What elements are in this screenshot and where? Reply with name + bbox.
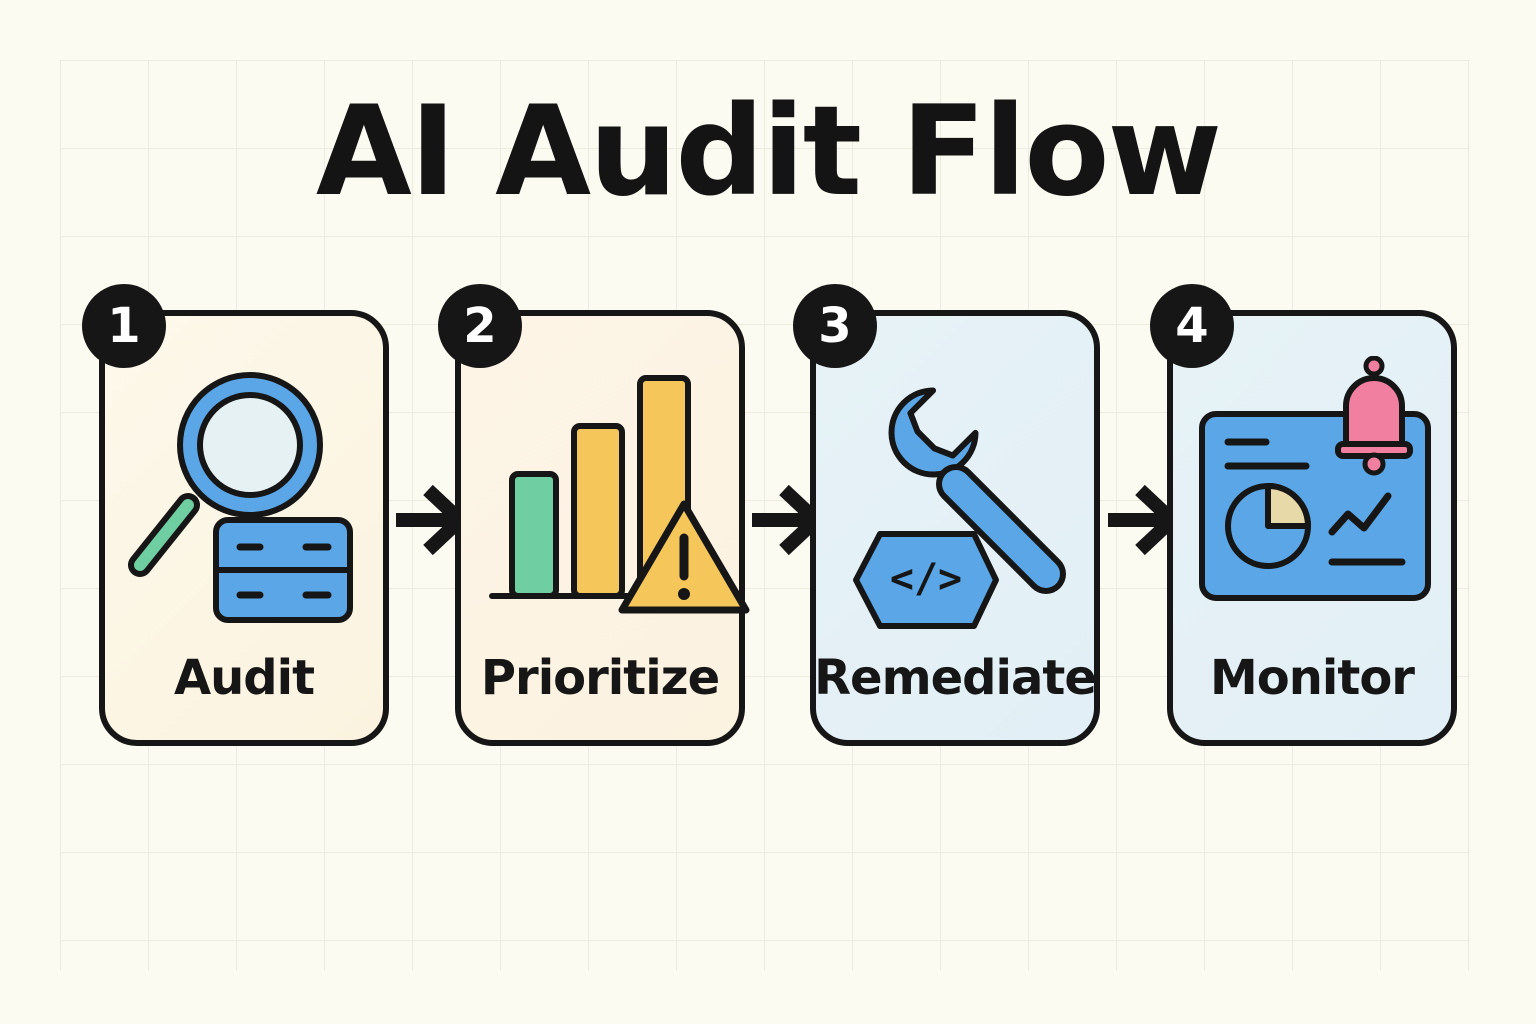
step-badge-1: 1 [82, 284, 166, 368]
code-glyph: </> [890, 556, 962, 602]
wrench-code-icon: </> [853, 387, 1066, 629]
step-label-remediate: Remediate [814, 650, 1097, 706]
step-card-remediate [810, 310, 1100, 746]
step-label-audit: Audit [173, 650, 315, 706]
step-label-monitor: Monitor [1210, 650, 1415, 706]
diagram-title: AI Audit Flow [315, 80, 1222, 224]
step-badge-3: 3 [793, 284, 877, 368]
step-badge-4: 4 [1150, 284, 1234, 368]
step-label-prioritize: Prioritize [480, 650, 720, 706]
magnifier-database-icon [128, 372, 353, 623]
step-badge-2: 2 [438, 284, 522, 368]
bar-chart-warning-icon [489, 375, 750, 614]
dashboard-bell-icon [1199, 356, 1431, 601]
